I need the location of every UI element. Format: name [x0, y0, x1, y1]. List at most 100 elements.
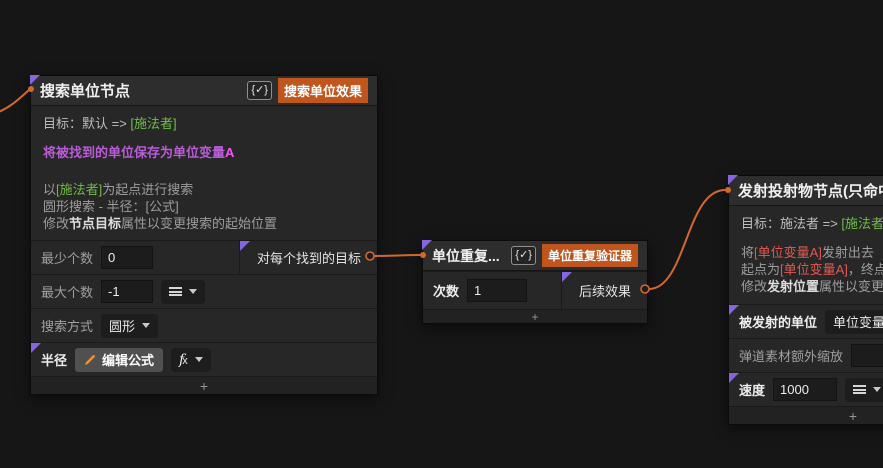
validator-brace-icon[interactable]: {✓} [511, 246, 536, 265]
pin-marker-icon [30, 75, 40, 85]
count-input[interactable] [467, 279, 528, 302]
repeat-node-title: 单位重复... [432, 247, 500, 264]
search-mode-label: 搜索方式 [41, 319, 94, 334]
launched-unit-label: 被发射的单位 [739, 315, 818, 330]
search-node-header[interactable]: 搜索单位节点 {✓} 搜索单位效果 [30, 75, 377, 106]
line2-mid: ，终点为 [847, 262, 883, 277]
trajectory-scale-row: 弹道素材额外缩放 [729, 338, 883, 372]
pencil-icon [85, 354, 95, 365]
line1-pre: 将 [741, 245, 755, 260]
max-count-label: 最大个数 [41, 285, 94, 300]
launch-projectile-node[interactable]: 发射投射物节点(只命中一次) 目标：施法者 => [施法者] 将[单位变量A]发… [728, 175, 883, 425]
hint-post: 属性以变更起点位置 [819, 279, 883, 294]
max-count-row: 最大个数 [31, 274, 377, 308]
incoming-wire[interactable] [0, 88, 31, 113]
launch-node-header[interactable]: 发射投射物节点(只命中一次) [728, 175, 883, 206]
speed-options-button[interactable] [845, 377, 883, 402]
min-count-row: 最少个数 对每个找到的目标 [31, 240, 377, 274]
menu-lines-icon [853, 385, 867, 394]
pin-marker-icon [728, 175, 738, 185]
radius-row: 半径 编辑公式 fx [31, 342, 377, 376]
search-node-description: 目标：默认 => [施法者] 将被找到的单位保存为单位变量A 以[施法者]为起点… [31, 106, 377, 240]
search-mode-value: 圆形 [109, 319, 136, 334]
target-line: 目标：默认 => [施法者] [43, 115, 365, 132]
hint3-pre: 修改 [43, 216, 70, 231]
per-target-wire[interactable] [373, 254, 421, 257]
per-target-output-cell[interactable]: 对每个找到的目标 [239, 241, 377, 274]
target-line: 目标：施法者 => [施法者] [741, 215, 883, 232]
hint1-pre: 以 [43, 182, 57, 197]
radius-label: 半径 [41, 353, 68, 368]
save-variable-text: 将被找到的单位保存为单位变量 [43, 145, 226, 160]
hint-modify-line: 修改发射位置属性以变更起点位置 [741, 278, 883, 295]
menu-lines-icon [169, 287, 183, 296]
save-variable-line: 将被找到的单位保存为单位变量A [43, 144, 365, 161]
save-variable-name: A [225, 145, 235, 160]
follow-up-output-label: 后续效果 [578, 284, 631, 299]
count-label: 次数 [433, 284, 460, 299]
hint-origin-line: 以[施法者]为起点进行搜索 [43, 181, 365, 198]
hint3-post: 属性以变更搜索的起始位置 [121, 216, 278, 231]
speed-row: 速度 [729, 372, 883, 406]
hint-bold: 发射位置 [767, 279, 820, 294]
target-prefix: 目标：默认 => [43, 116, 131, 131]
pin-marker-icon [422, 240, 432, 250]
speed-input[interactable] [773, 378, 838, 401]
chevron-down-icon [142, 323, 151, 328]
search-node-title: 搜索单位节点 [40, 83, 131, 100]
search-effect-badge[interactable]: 搜索单位效果 [277, 78, 368, 103]
follow-up-wire[interactable] [648, 189, 726, 290]
hint-pre: 修改 [741, 279, 768, 294]
caster-link[interactable]: [施法者] [841, 216, 883, 231]
pin-marker-icon [729, 305, 739, 315]
follow-up-output-cell[interactable]: 后续效果 [561, 272, 647, 309]
chevron-down-icon [873, 387, 882, 392]
formula-fx-dropdown[interactable]: fx [171, 347, 211, 372]
launch-node-description: 目标：施法者 => [施法者] 将[单位变量A]发射出去 起点为[单位变量A]，… [729, 206, 883, 304]
trajectory-scale-input[interactable] [851, 344, 883, 367]
unit-variable-link[interactable]: [单位变量A] [780, 262, 848, 277]
validator-brace-icon[interactable]: {✓} [247, 81, 272, 100]
unit-variable-link[interactable]: [单位变量A] [754, 245, 822, 260]
hint3-bold: 节点目标 [69, 216, 122, 231]
chevron-down-icon [189, 289, 198, 294]
launched-unit-value: 单位变量A [833, 315, 883, 330]
speed-label: 速度 [739, 383, 766, 398]
line1-post: 发射出去 [821, 245, 874, 260]
line2-pre: 起点为 [741, 262, 781, 277]
start-end-line: 起点为[单位变量A]，终点为[施法者] [741, 261, 883, 278]
repeat-validator-badge[interactable]: 单位重复验证器 [541, 244, 638, 267]
add-property-button[interactable]: + [729, 406, 883, 424]
min-count-label: 最少个数 [41, 251, 94, 266]
hint-radius-line: 圆形搜索 - 半径：[公式] [43, 199, 179, 214]
caster-link[interactable]: [施法者] [130, 116, 177, 131]
pin-marker-icon [240, 241, 250, 251]
launched-unit-dropdown[interactable]: 单位变量A [825, 309, 883, 334]
max-count-input[interactable] [101, 280, 154, 303]
search-mode-dropdown[interactable]: 圆形 [101, 313, 159, 338]
search-mode-row: 搜索方式 圆形 [31, 308, 377, 342]
count-row: 次数 后续效果 [423, 271, 647, 309]
launched-unit-row: 被发射的单位 单位变量A [729, 304, 883, 338]
per-target-output-label: 对每个找到的目标 [256, 251, 361, 266]
launch-node-title: 发射投射物节点(只命中一次) [738, 183, 883, 200]
unit-repeat-node[interactable]: 单位重复... {✓} 单位重复验证器 次数 后续效果 + [422, 240, 648, 324]
edit-formula-button[interactable]: 编辑公式 [75, 347, 164, 372]
max-count-options-button[interactable] [161, 279, 206, 304]
trajectory-scale-label: 弹道素材额外缩放 [739, 349, 844, 364]
add-property-button[interactable]: + [423, 309, 647, 323]
launch-line: 将[单位变量A]发射出去 [741, 244, 883, 261]
pin-marker-icon [562, 272, 572, 282]
pin-marker-icon [729, 373, 739, 383]
fx-icon: fx [179, 351, 188, 368]
search-unit-node[interactable]: 搜索单位节点 {✓} 搜索单位效果 目标：默认 => [施法者] 将被找到的单位… [30, 75, 378, 395]
repeat-node-header[interactable]: 单位重复... {✓} 单位重复验证器 [422, 240, 647, 271]
pin-marker-icon [31, 343, 41, 353]
hint-modify-line: 修改节点目标属性以变更搜索的起始位置 [43, 215, 365, 232]
edit-formula-label: 编辑公式 [102, 353, 155, 368]
caster-link[interactable]: [施法者] [56, 182, 103, 197]
min-count-input[interactable] [101, 246, 154, 269]
add-property-button[interactable]: + [31, 376, 377, 394]
chevron-down-icon [194, 357, 203, 362]
hint1-post: 为起点进行搜索 [102, 182, 194, 197]
